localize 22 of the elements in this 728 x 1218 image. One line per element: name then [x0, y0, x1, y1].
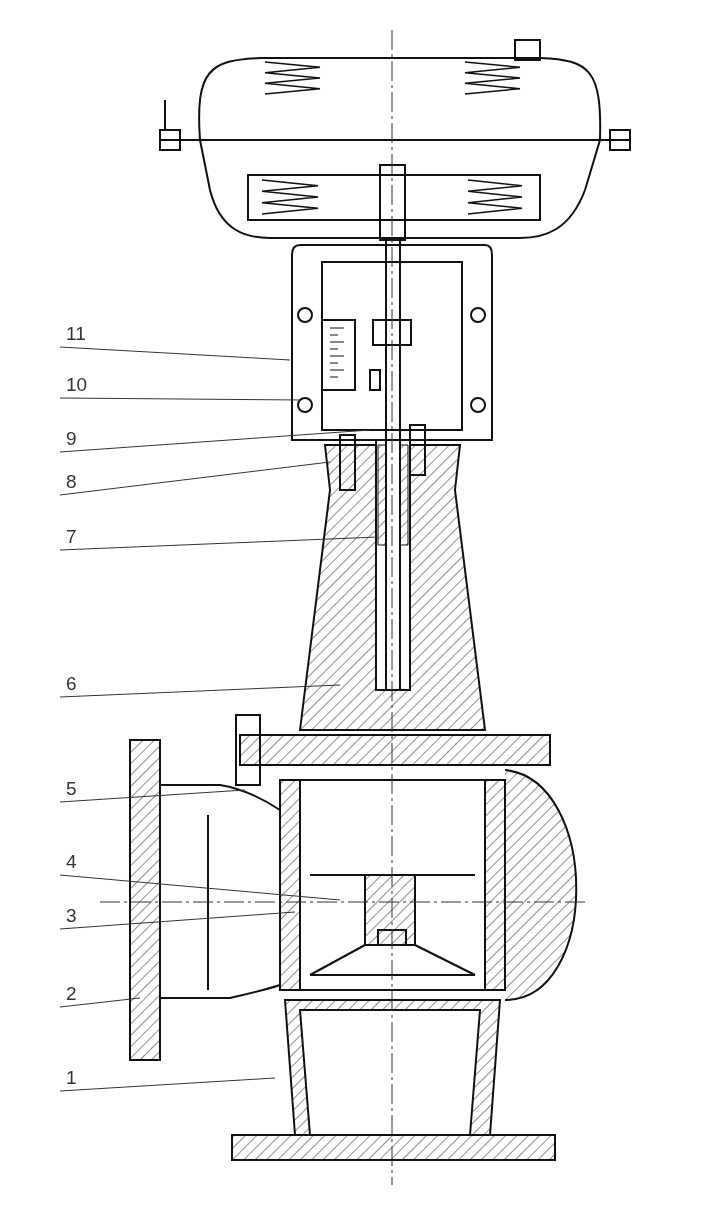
callout-number: 6 — [64, 673, 79, 695]
callout-number: 4 — [64, 851, 79, 873]
callout-number: 1 — [64, 1067, 79, 1089]
leader-line — [59, 874, 341, 901]
leader-line — [59, 684, 341, 698]
leader-line — [59, 789, 246, 803]
leader-line — [59, 997, 141, 1008]
leader-line — [59, 461, 331, 496]
leader-line — [59, 1077, 276, 1092]
callout-number: 3 — [64, 905, 79, 927]
callout-number: 9 — [64, 428, 79, 450]
leader-line — [59, 911, 296, 930]
callout-number: 10 — [64, 374, 90, 396]
callout-number: 2 — [64, 983, 79, 1005]
callout-number: 8 — [64, 471, 79, 493]
leader-line — [59, 429, 371, 453]
leader-line — [59, 536, 379, 551]
leader-line — [59, 397, 301, 401]
callout-number: 7 — [64, 526, 79, 548]
callout-number: 11 — [64, 323, 88, 345]
callout-number: 5 — [64, 778, 79, 800]
leader-line — [59, 346, 291, 361]
